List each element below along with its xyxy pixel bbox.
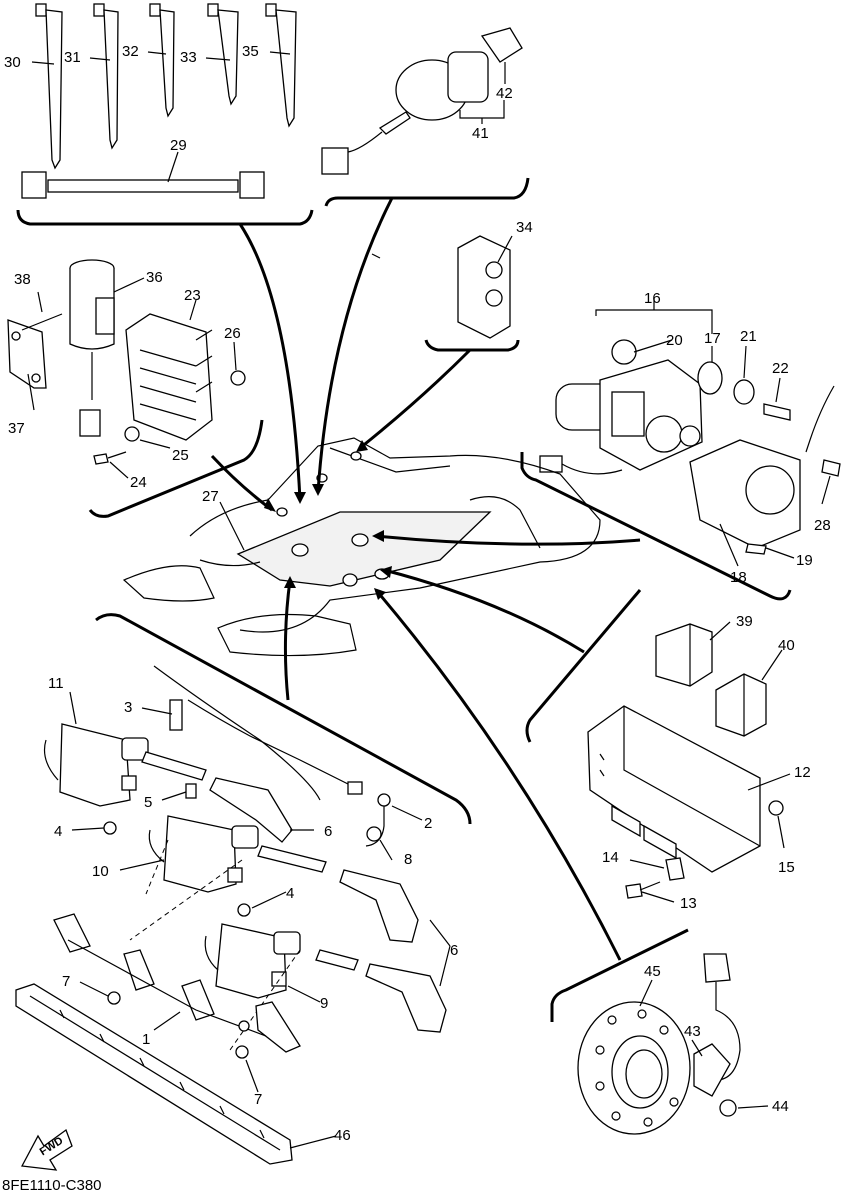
label-40: 40 bbox=[778, 637, 795, 654]
label-10: 10 bbox=[92, 863, 109, 880]
label-6b: 6 bbox=[450, 942, 458, 959]
horn-36 bbox=[69, 259, 115, 437]
regulator-group bbox=[7, 259, 264, 518]
label-14: 14 bbox=[602, 849, 619, 866]
ignition-coil-11 bbox=[43, 723, 149, 807]
cable-tie-32 bbox=[149, 3, 175, 118]
diagram-code: 8FE1110-C380 bbox=[2, 1177, 102, 1194]
cable-tie-30 bbox=[35, 3, 63, 170]
label-12: 12 bbox=[794, 764, 811, 781]
group-bracket-flywheel bbox=[550, 928, 689, 1022]
label-19: 19 bbox=[796, 552, 813, 569]
label-17: 17 bbox=[704, 330, 721, 347]
label-4a: 4 bbox=[54, 823, 62, 840]
label-27: 27 bbox=[202, 488, 219, 505]
cable-tie-33 bbox=[207, 3, 239, 106]
bracket-37 bbox=[7, 319, 47, 389]
label-28: 28 bbox=[814, 517, 831, 534]
label-13: 13 bbox=[680, 895, 697, 912]
label-25: 25 bbox=[172, 447, 189, 464]
ignition-coil-9 bbox=[204, 923, 301, 999]
part-labels: 30 31 32 33 35 29 42 41 34 38 36 23 26 3… bbox=[4, 43, 831, 1144]
cdi-unit-12 bbox=[587, 705, 761, 873]
label-3: 3 bbox=[124, 699, 132, 716]
label-33: 33 bbox=[180, 49, 197, 66]
pulser-group bbox=[577, 953, 741, 1135]
label-31: 31 bbox=[64, 49, 81, 66]
label-7a: 7 bbox=[62, 973, 70, 990]
label-7b: 7 bbox=[254, 1091, 262, 1108]
label-6a: 6 bbox=[324, 823, 332, 840]
vehicle-frame bbox=[122, 437, 601, 657]
label-21: 21 bbox=[740, 328, 757, 345]
label-37: 37 bbox=[8, 420, 25, 437]
label-43: 43 bbox=[684, 1023, 701, 1040]
group-bracket-ties bbox=[16, 209, 314, 226]
label-18: 18 bbox=[730, 569, 747, 586]
label-22: 22 bbox=[772, 360, 789, 377]
cdi-group bbox=[525, 589, 784, 1022]
ignition-coil-group bbox=[43, 613, 472, 1059]
label-8: 8 bbox=[404, 851, 412, 868]
label-4b: 4 bbox=[286, 885, 294, 902]
group-bracket-ignition bbox=[95, 613, 472, 825]
label-39: 39 bbox=[736, 613, 753, 630]
clamp-34-group bbox=[424, 235, 520, 352]
cable-tie-35 bbox=[265, 3, 297, 128]
main-switch-group bbox=[321, 27, 530, 207]
label-36: 36 bbox=[146, 269, 163, 286]
starter-group bbox=[520, 298, 841, 601]
label-41: 41 bbox=[472, 125, 489, 142]
clamp-bar-29 bbox=[21, 171, 265, 199]
label-5: 5 bbox=[144, 794, 152, 811]
label-45: 45 bbox=[644, 963, 661, 980]
label-2: 2 bbox=[424, 815, 432, 832]
label-15: 15 bbox=[778, 859, 795, 876]
label-23: 23 bbox=[184, 287, 201, 304]
label-1: 1 bbox=[142, 1031, 150, 1048]
label-29: 29 bbox=[170, 137, 187, 154]
label-9: 9 bbox=[320, 995, 328, 1012]
relay-40 bbox=[715, 673, 767, 737]
group-bracket-cdi bbox=[525, 589, 642, 743]
connection-arrows bbox=[210, 197, 641, 961]
label-42: 42 bbox=[496, 85, 513, 102]
label-16: 16 bbox=[644, 290, 661, 307]
regulator-23 bbox=[125, 313, 213, 441]
label-34: 34 bbox=[516, 219, 533, 236]
label-32: 32 bbox=[122, 43, 139, 60]
label-30: 30 bbox=[4, 54, 21, 71]
group-bracket-switch bbox=[324, 177, 530, 207]
label-26: 26 bbox=[224, 325, 241, 342]
cable-ties-group bbox=[16, 3, 314, 226]
label-44: 44 bbox=[772, 1098, 789, 1115]
label-38: 38 bbox=[14, 271, 31, 288]
label-24: 24 bbox=[130, 474, 147, 491]
bracket-46 bbox=[15, 983, 293, 1165]
group-bracket-34 bbox=[424, 339, 520, 352]
label-11: 11 bbox=[48, 675, 64, 692]
label-46: 46 bbox=[334, 1127, 351, 1144]
fwd-arrow-icon: FWD bbox=[20, 1128, 73, 1171]
label-20: 20 bbox=[666, 332, 683, 349]
group-bracket-starter bbox=[520, 452, 792, 601]
relay-39 bbox=[655, 623, 713, 687]
leader-lines bbox=[27, 51, 831, 1149]
group-bracket-regulator bbox=[88, 419, 264, 518]
ignition-coil-10 bbox=[148, 815, 259, 893]
label-35: 35 bbox=[242, 43, 259, 60]
cable-tie-31 bbox=[93, 3, 119, 150]
